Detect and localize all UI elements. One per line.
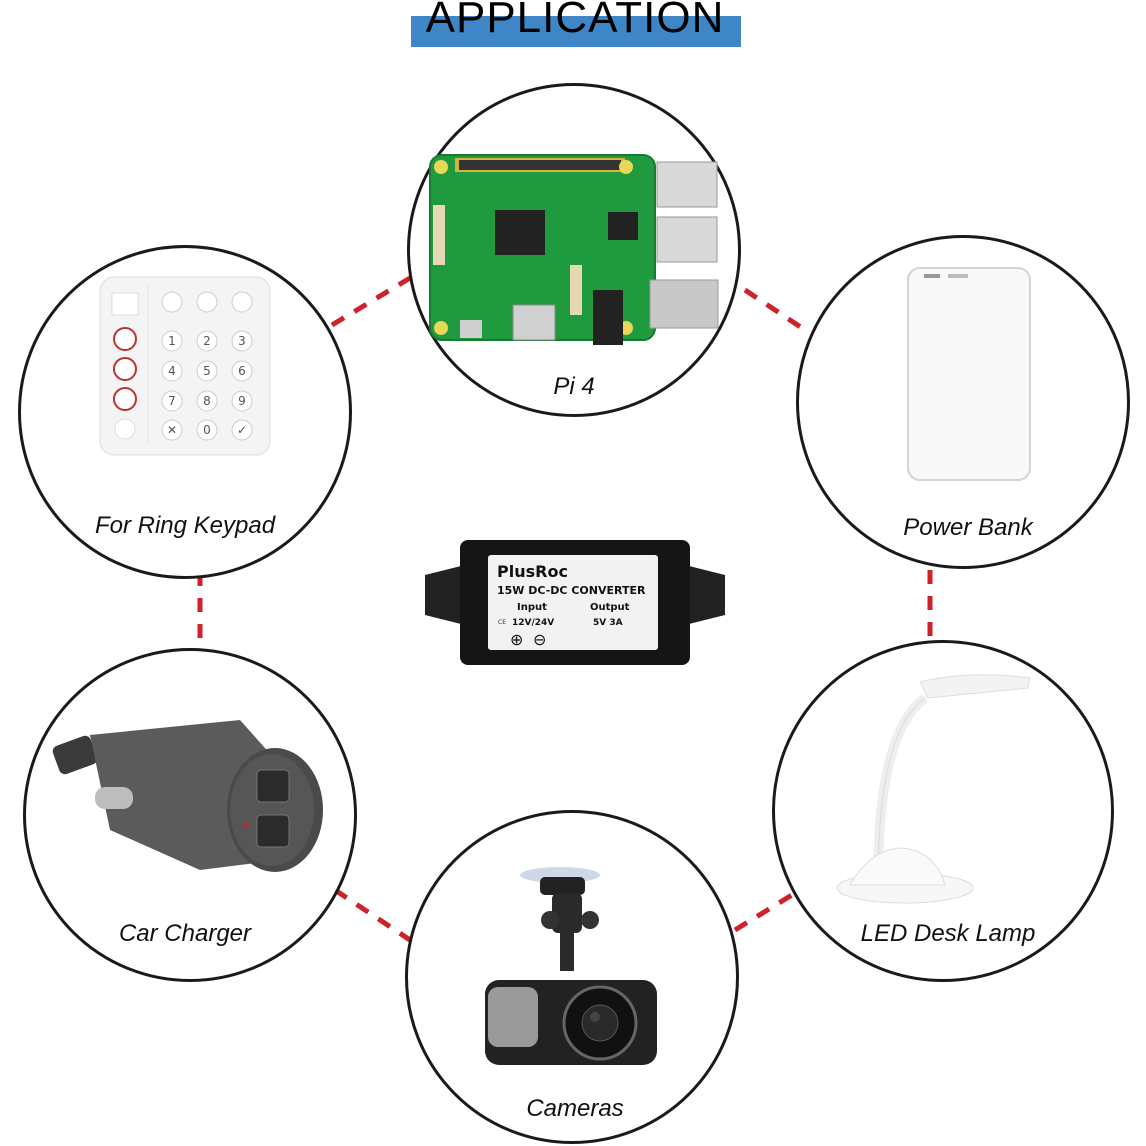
led-desk-lamp <box>836 674 1031 904</box>
title-band <box>411 16 741 47</box>
converter-input-label: Input <box>517 602 547 613</box>
converter-brand: PlusRoc <box>497 562 568 581</box>
svg-text:✕: ✕ <box>167 423 177 437</box>
svg-text:✓: ✓ <box>237 423 247 437</box>
dash-camera <box>485 867 657 1065</box>
car-charger-device <box>52 720 323 872</box>
converter-input-value: 12V/24V <box>512 618 555 628</box>
key-1: 1 <box>168 334 176 348</box>
key-7: 7 <box>168 394 176 408</box>
connector-keypad-pi <box>330 275 412 328</box>
key-2: 2 <box>203 334 211 348</box>
key-3: 3 <box>238 334 246 348</box>
car-charger-label: Car Charger <box>118 920 252 947</box>
cameras-label: Cameras <box>526 1095 624 1122</box>
converter-ce-mark: CE <box>498 619 506 626</box>
connector-cameras-lamp <box>733 887 802 933</box>
key-4: 4 <box>168 364 176 378</box>
key-0: 0 <box>203 423 211 437</box>
key-8: 8 <box>203 394 211 408</box>
key-6: 6 <box>238 364 246 378</box>
converter-output-label: Output <box>590 602 630 613</box>
minus-icon: ⊖ <box>533 630 547 649</box>
ring-keypad-device: 1 2 3 4 5 6 7 8 9 0 ✕ ✓ <box>99 276 271 456</box>
converter-module <box>425 540 725 665</box>
plus-icon: ⊕ <box>510 630 524 649</box>
lamp-label: LED Desk Lamp <box>860 920 1036 947</box>
page-title: APPLICATION <box>425 0 725 42</box>
pi-label: Pi 4 <box>553 373 595 400</box>
converter-model: 15W DC-DC CONVERTER <box>497 584 646 597</box>
connector-pi-powerbank <box>743 287 807 333</box>
keypad-label: For Ring Keypad <box>94 512 276 539</box>
converter-output-value: 5V 3A <box>593 618 623 628</box>
key-5: 5 <box>203 364 211 378</box>
connector-car-cameras <box>333 887 412 943</box>
power-bank-device <box>907 267 1031 481</box>
cameras-circle <box>405 810 739 1144</box>
key-9: 9 <box>238 394 246 408</box>
powerbank-label: Power Bank <box>903 514 1033 541</box>
raspberry-pi-board <box>429 154 719 345</box>
